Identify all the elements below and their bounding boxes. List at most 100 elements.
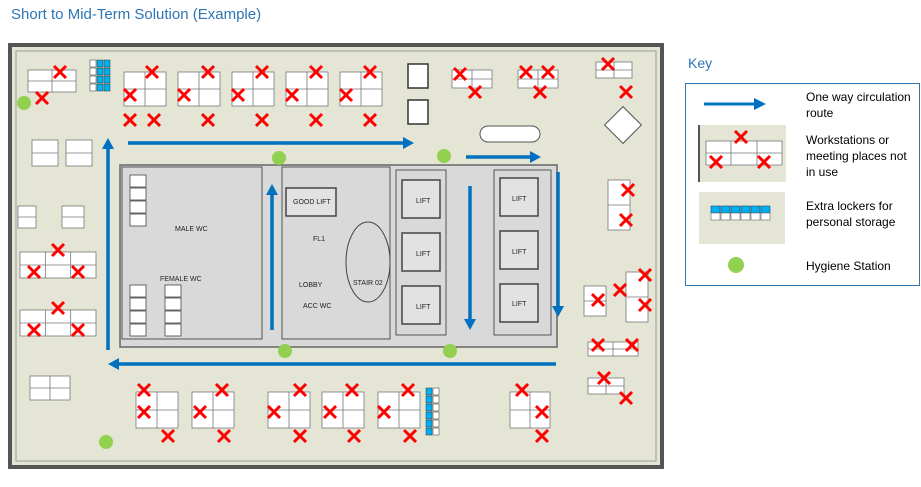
arrow-icon [704,98,766,110]
lift-4: LIFT [512,196,527,203]
wc-cubicle [129,284,147,298]
closed-cross [50,242,66,258]
wc-cubicle [164,297,182,311]
closed-cross [26,322,42,338]
locker [432,395,440,404]
closed-cross [637,267,653,283]
wc-cubicle [129,200,147,214]
locker [760,212,771,221]
wc-cubicle [129,174,147,188]
locker [710,205,721,214]
closed-workstations [26,56,653,444]
hygiene-station [278,344,292,358]
circulation-routes [102,137,564,370]
sofa [479,125,541,143]
closed-cross [144,64,160,80]
closed-cross [514,382,530,398]
circulation-arrow [552,172,564,317]
closed-cross [467,84,483,100]
workstations [17,61,649,429]
locker [89,83,97,92]
building-core [119,164,558,348]
closed-cross [122,87,138,103]
closed-cross [338,87,354,103]
circulation-arrow [108,358,556,370]
closed-cross [344,382,360,398]
hygiene-station [99,435,113,449]
closed-cross [618,84,634,100]
locker [432,411,440,420]
good-lift-car [285,187,337,217]
closed-cross [266,404,282,420]
lift-1: LIFT [416,198,431,205]
closed-cross [590,292,606,308]
locker [96,67,104,76]
wc-cubicle [129,213,147,227]
closed-cross [534,428,550,444]
locker [730,205,741,214]
lift-3: LIFT [416,304,431,311]
closed-cross [34,90,50,106]
locker [96,59,104,68]
room-fl1: FL1 [313,236,325,243]
locker [89,67,97,76]
locker [425,395,433,404]
wc-cubicle [129,310,147,324]
locker [750,205,761,214]
circulation-arrow [128,137,414,149]
locker [760,205,771,214]
key-label-route: One way circulation route [806,90,911,120]
locker [730,212,741,221]
closed-cross [518,64,534,80]
closed-cross [618,212,634,228]
closed-cross [136,382,152,398]
locker [425,411,433,420]
closed-cross [540,64,556,80]
locker [103,67,111,76]
closed-cross [230,87,246,103]
wc-cubicle [129,323,147,337]
closed-cross [534,404,550,420]
locker [432,387,440,396]
key-title: Key [688,55,713,71]
closed-cross [322,404,338,420]
key-legend: One way circulation route Workstations o… [685,83,920,286]
page-title: Short to Mid-Term Solution (Example) [11,6,262,23]
closed-cross [362,64,378,80]
wc-cubicle [164,310,182,324]
closed-cross [254,64,270,80]
locker [432,427,440,436]
locker [740,205,751,214]
key-label-workstations: Workstations or meeting places not in us… [806,133,907,179]
locker [96,75,104,84]
closed-cross [452,66,468,82]
closed-cross [624,337,640,353]
closed-cross [612,282,628,298]
locker [425,403,433,412]
hygiene-station-icon [728,257,744,273]
round-table [603,105,643,145]
closed-cross [292,428,308,444]
locker [89,75,97,84]
core-room [281,166,391,340]
core-room [493,169,552,336]
room-lobby: LOBBY [299,282,323,289]
closed-cross [532,84,548,100]
locker [425,427,433,436]
closed-cross [308,64,324,80]
wc-cubicle [164,284,182,298]
closed-cross [200,112,216,128]
lift-car [499,230,539,270]
hygiene-station [272,151,286,165]
room-acc-wc: ACC WC [303,303,331,310]
locker [740,212,751,221]
locker [710,212,721,221]
lift-car [499,283,539,323]
closed-cross [362,112,378,128]
stair [345,221,391,303]
closed-cross [620,182,636,198]
key-label-hygiene: Hygiene Station [806,259,891,273]
locker [750,212,761,221]
closed-cross [596,370,612,386]
